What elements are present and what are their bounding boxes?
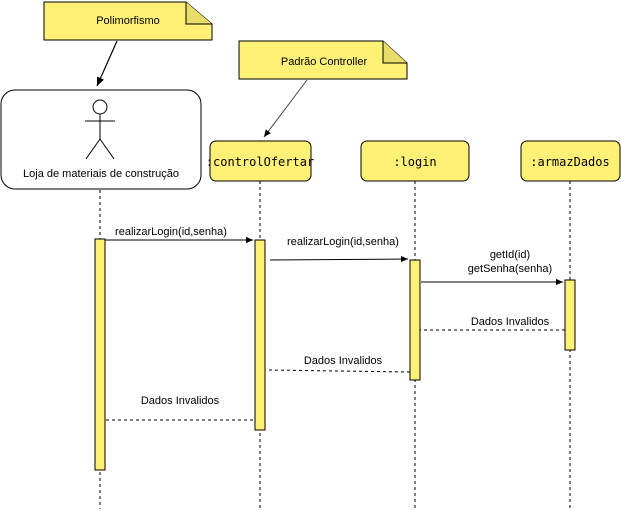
participant-login-label: :login [393,155,436,169]
note-polimorfismo: Polimorfismo [43,1,213,41]
actor-participant: Loja de materiais de construção [0,89,202,190]
participant-armaz: :armazDados [520,140,621,182]
return-2-label: Dados Invalidos [304,355,383,367]
activation-login [409,259,421,381]
note-padrao-controller-text: Padrão Controller [281,56,368,68]
return-2-arrow [267,369,411,373]
note-polimorfismo-text: Polimorfismo [96,15,160,27]
message-3-label-line2: getSenha(senha) [468,263,552,275]
note-controller-connector [263,79,308,138]
actor-label: Loja de materiais de construção [23,168,179,180]
return-3-label: Dados Invalidos [141,395,220,407]
message-2-label: realizarLogin(id,senha) [287,236,399,248]
activation-actor [94,238,106,471]
participant-login: :login [360,140,470,182]
actor-stick-figure-icon [85,99,115,160]
message-2-arrow [269,255,409,263]
message-1-label: realizarLogin(id,senha) [115,226,227,238]
note-padrao-controller: Padrão Controller [238,40,408,80]
return-1-label: Dados Invalidos [471,316,550,328]
activation-armaz [564,279,576,351]
participant-control-label: :controlOfertar [206,155,314,169]
activation-control [254,239,266,431]
message-3-label-line1: getId(id) [490,249,530,261]
note-polimorfismo-connector [96,40,118,87]
participant-armaz-label: :armazDados [530,155,609,169]
participant-control: :controlOfertar [206,140,314,182]
